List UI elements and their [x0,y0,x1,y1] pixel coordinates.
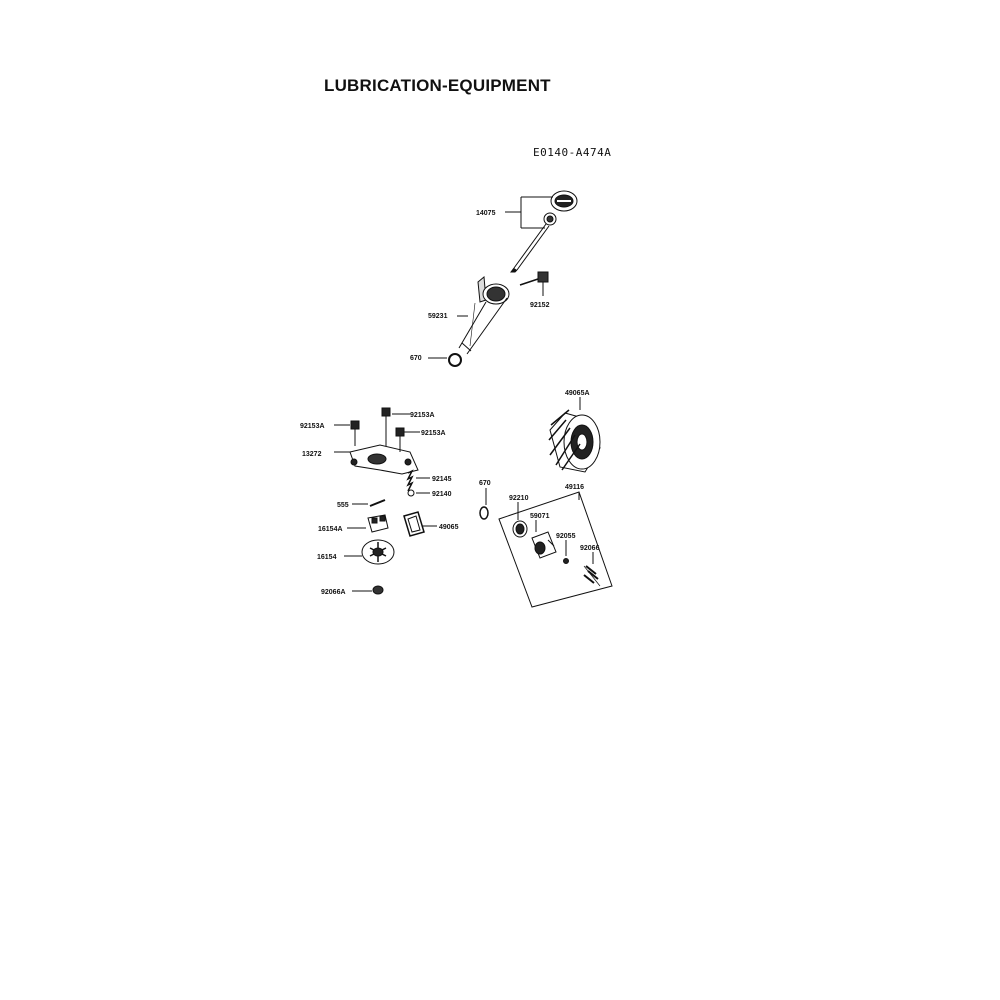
leaders-pump [334,413,420,453]
callout-92140: 92140 [432,491,452,498]
callout-92152: 92152 [530,302,550,309]
callout-92145: 92145 [432,476,452,483]
fitting-59071-part[interactable] [531,531,557,559]
callout-92153A-right: 92153A [421,430,446,437]
callout-555: 555 [337,502,349,509]
callout-92153A-left: 92153A [300,423,325,430]
callout-13272: 13272 [302,451,322,458]
callout-670-top: 670 [410,355,422,362]
leader-14075 [505,196,553,229]
bolt-92152-part[interactable] [519,271,549,296]
leaders-spring-ball [416,477,430,494]
callout-49116: 49116 [565,484,584,491]
callout-59231: 59231 [428,313,448,320]
bolt-92153A-part[interactable] [350,407,405,452]
ball-92055-part[interactable] [563,558,569,564]
callout-59071: 59071 [530,513,550,520]
o-ring-670-lower-part[interactable] [479,506,489,520]
callout-670-lower: 670 [479,480,491,487]
valve-assembly-outline [498,491,613,608]
callout-92210: 92210 [509,495,529,502]
callout-92055: 92055 [556,533,576,540]
pump-housing-plate-part[interactable] [349,444,419,475]
callout-16154A: 16154A [318,526,343,533]
pin-555-part[interactable] [369,499,386,507]
callout-14075: 14075 [476,210,496,217]
callout-92066A: 92066A [321,589,346,596]
washer-92066A-part[interactable] [372,585,384,595]
diagram-code: E0140-A474A [533,146,612,159]
o-ring-670-part[interactable] [448,353,462,367]
callout-49065: 49065 [439,524,459,531]
page-title: LUBRICATION-EQUIPMENT [324,76,551,95]
spring-92066-part[interactable] [583,565,601,587]
oil-filler-tube-part[interactable] [458,276,510,355]
callout-92153A-top: 92153A [410,412,435,419]
dipstick-cap-part[interactable] [510,190,578,273]
gasket-part[interactable] [403,511,425,537]
ball-92140-part[interactable] [407,489,415,497]
relief-spring-part[interactable] [406,469,414,492]
outer-rotor-part[interactable] [361,539,395,565]
inner-rotor-part[interactable] [367,514,389,533]
callout-16154: 16154 [317,554,337,561]
callout-92066: 92066 [580,545,600,552]
oil-filter-part[interactable] [548,409,601,473]
callout-49065A: 49065A [565,390,590,397]
seal-92210-part[interactable] [512,520,528,538]
